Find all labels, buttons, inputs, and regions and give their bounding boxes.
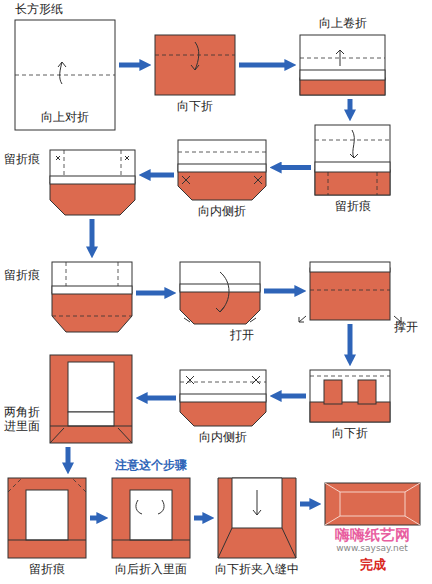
step-figure: 长方形纸向上对折	[15, 20, 115, 130]
step-arrow	[119, 63, 143, 68]
step-caption: 留折痕	[4, 268, 46, 282]
step-figure: 留折痕	[8, 478, 86, 558]
step-figure: 向内侧折	[180, 370, 266, 426]
step-arrow	[147, 173, 174, 178]
step-arrow	[90, 516, 100, 521]
step-caption: 撑开	[394, 320, 424, 334]
step-figure: 打开	[180, 262, 260, 324]
step-caption: 留折痕	[315, 199, 390, 213]
step-arrow	[66, 447, 71, 466]
step-figure: 两角折进里面	[50, 355, 132, 443]
step-figure: 向下折	[155, 35, 235, 95]
step-arrow	[264, 289, 298, 294]
step-figure: 撑开	[310, 262, 390, 320]
step-arrow	[348, 99, 353, 113]
step-caption: 留折痕	[4, 152, 46, 166]
step-caption: 向下折夹入缝中	[212, 562, 302, 576]
step-arrow	[300, 502, 313, 507]
step-caption: 向上卷折	[300, 16, 385, 30]
step-caption: 向后折入里面	[106, 562, 196, 576]
note-text: 注意这个步骤	[106, 458, 196, 472]
step-caption: 打开	[230, 328, 270, 342]
step-figure: 注意这个步骤向后折入里面	[112, 478, 190, 558]
step-caption: 两角折进里面	[4, 405, 44, 433]
step-figure: 向下折	[310, 370, 390, 422]
step-caption: 向下折	[155, 99, 235, 113]
watermark-url: www.saysay.net	[322, 543, 422, 554]
step-arrow	[348, 324, 353, 358]
step-figure: 留折痕	[315, 125, 390, 195]
step-arrow	[136, 291, 168, 296]
step-arrow	[278, 165, 311, 170]
step-figure: 完成	[325, 483, 420, 525]
step-figure: 向下折夹入缝中	[218, 478, 296, 558]
step-caption: 向内侧折	[180, 430, 266, 444]
watermark-logo: 嗨嗨纸艺网	[322, 527, 422, 544]
step-caption: 长方形纸	[15, 2, 85, 16]
step-caption: 向下折	[310, 426, 390, 440]
step-figure: 留折痕	[52, 262, 132, 332]
step-caption: 留折痕	[8, 562, 86, 576]
step-caption: 向内侧折	[178, 204, 266, 218]
step-arrow	[239, 63, 288, 68]
step-arrow	[144, 396, 176, 401]
step-caption: 完成	[325, 558, 420, 572]
step-figure: 留折痕	[50, 150, 135, 215]
step-arrow	[194, 516, 206, 521]
step-arrow	[90, 219, 95, 250]
step-caption: 向上对折	[35, 110, 95, 124]
step-figure: 向上卷折	[300, 35, 385, 95]
step-arrow	[278, 394, 306, 399]
step-figure: 向内侧折	[178, 140, 266, 200]
